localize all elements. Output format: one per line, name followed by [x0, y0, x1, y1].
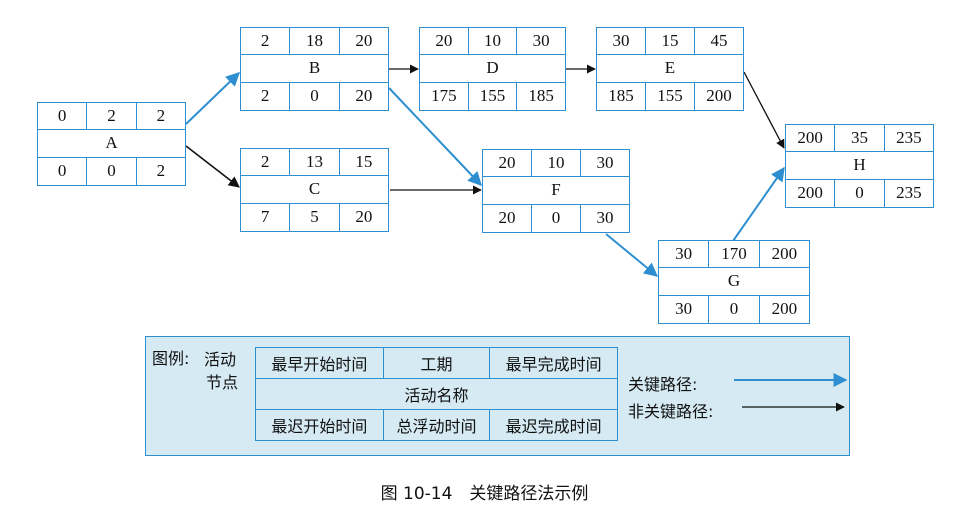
node-b-total-float: 0 [290, 82, 340, 110]
node-d-ef: 30 [532, 31, 550, 51]
node-h-ls: 200 [786, 179, 836, 207]
node-a-es: 0 [38, 103, 88, 130]
legend-box: 图例: 活动 节点 最早开始时间 工期 最早完成时间 活动名称 最迟开始时间 总… [145, 336, 850, 456]
node-h-es: 200 [786, 125, 836, 152]
node-b-es: 2 [241, 28, 291, 55]
node-g-ls: 30 [659, 295, 710, 323]
legend-title: 图例: [152, 349, 190, 368]
edge-e-h [743, 71, 785, 149]
node-e-duration: 15 [646, 28, 695, 55]
legend-arrows [734, 373, 848, 412]
node-h-ef: 235 [896, 128, 922, 148]
legend-duration: 工期 [382, 347, 491, 379]
node-b-lf: 20 [355, 86, 373, 106]
node-c-es: 2 [241, 149, 291, 176]
node-b-ef: 20 [355, 31, 373, 51]
legend-activity-name: 活动名称 [255, 378, 618, 410]
legend-lf: 最迟完成时间 [489, 409, 618, 441]
node-f-name: F [551, 180, 561, 200]
legend-node-label-1: 活动 [204, 350, 237, 369]
node-g-lf: 200 [771, 299, 798, 319]
node-d-duration: 10 [469, 28, 518, 55]
legend-es: 最早开始时间 [255, 347, 384, 379]
node-d-ls: 175 [420, 82, 469, 110]
node-f-duration: 10 [532, 150, 581, 177]
legend-critical-label: 关键路径: [628, 375, 698, 394]
node-g-es: 30 [659, 241, 710, 268]
node-d-es: 20 [420, 28, 469, 55]
node-e-es: 30 [597, 28, 646, 55]
node-a-ls: 0 [38, 157, 88, 185]
figure-caption: 图 10-14 关键路径法示例 [380, 484, 589, 504]
node-h-duration: 35 [835, 125, 885, 152]
node-f-ls: 20 [483, 204, 532, 232]
edge-b-f [388, 87, 482, 187]
edge-a-b [185, 72, 241, 125]
node-f-total-float: 0 [532, 204, 581, 232]
node-a-total-float: 0 [87, 157, 137, 185]
node-d-total-float: 155 [469, 82, 518, 110]
node-e-ls: 185 [597, 82, 646, 110]
node-c-duration: 13 [290, 149, 340, 176]
legend-ls: 最迟开始时间 [255, 409, 384, 441]
legend-ef: 最早完成时间 [489, 347, 618, 379]
node-b-name: B [308, 58, 321, 78]
node-e-lf: 200 [706, 86, 732, 106]
node-f-lf: 30 [596, 208, 614, 228]
legend-total-float: 总浮动时间 [382, 409, 491, 441]
node-g-total-float: 0 [709, 295, 760, 323]
node-b-ls: 2 [241, 82, 291, 110]
node-c-ef: 15 [355, 152, 373, 172]
node-c-lf: 20 [355, 207, 373, 227]
node-h-name: H [853, 155, 866, 175]
node-d-lf: 185 [528, 86, 554, 106]
edge-a-c [185, 145, 240, 188]
edge-f-g [605, 233, 659, 277]
node-h-lf: 235 [896, 183, 922, 203]
node-f-ef: 30 [596, 153, 614, 173]
node-a-name: A [105, 133, 118, 153]
node-c-total-float: 5 [290, 203, 340, 231]
node-e-total-float: 155 [646, 82, 695, 110]
node-b-duration: 18 [290, 28, 340, 55]
node-d-name: D [486, 58, 499, 78]
node-e-ef: 45 [710, 31, 728, 51]
node-e-name: E [664, 58, 676, 78]
node-a-duration: 2 [87, 103, 137, 130]
node-g-duration: 170 [709, 241, 760, 268]
node-c-name: C [308, 179, 321, 199]
legend-node-template: 最早开始时间 工期 最早完成时间 活动名称 最迟开始时间 总浮动时间 最迟完成时… [255, 347, 618, 441]
legend-node-label-2: 节点 [206, 373, 239, 392]
node-f-es: 20 [483, 150, 532, 177]
edge-g-h [732, 166, 785, 242]
node-a-ef: 2 [156, 106, 166, 126]
node-g-ef: 200 [771, 244, 798, 264]
node-c-ls: 7 [241, 203, 291, 231]
node-h-total-float: 0 [835, 179, 885, 207]
node-g-name: G [727, 271, 741, 291]
node-a-lf: 2 [156, 161, 166, 181]
legend-noncritical-label: 非关键路径: [628, 402, 714, 421]
